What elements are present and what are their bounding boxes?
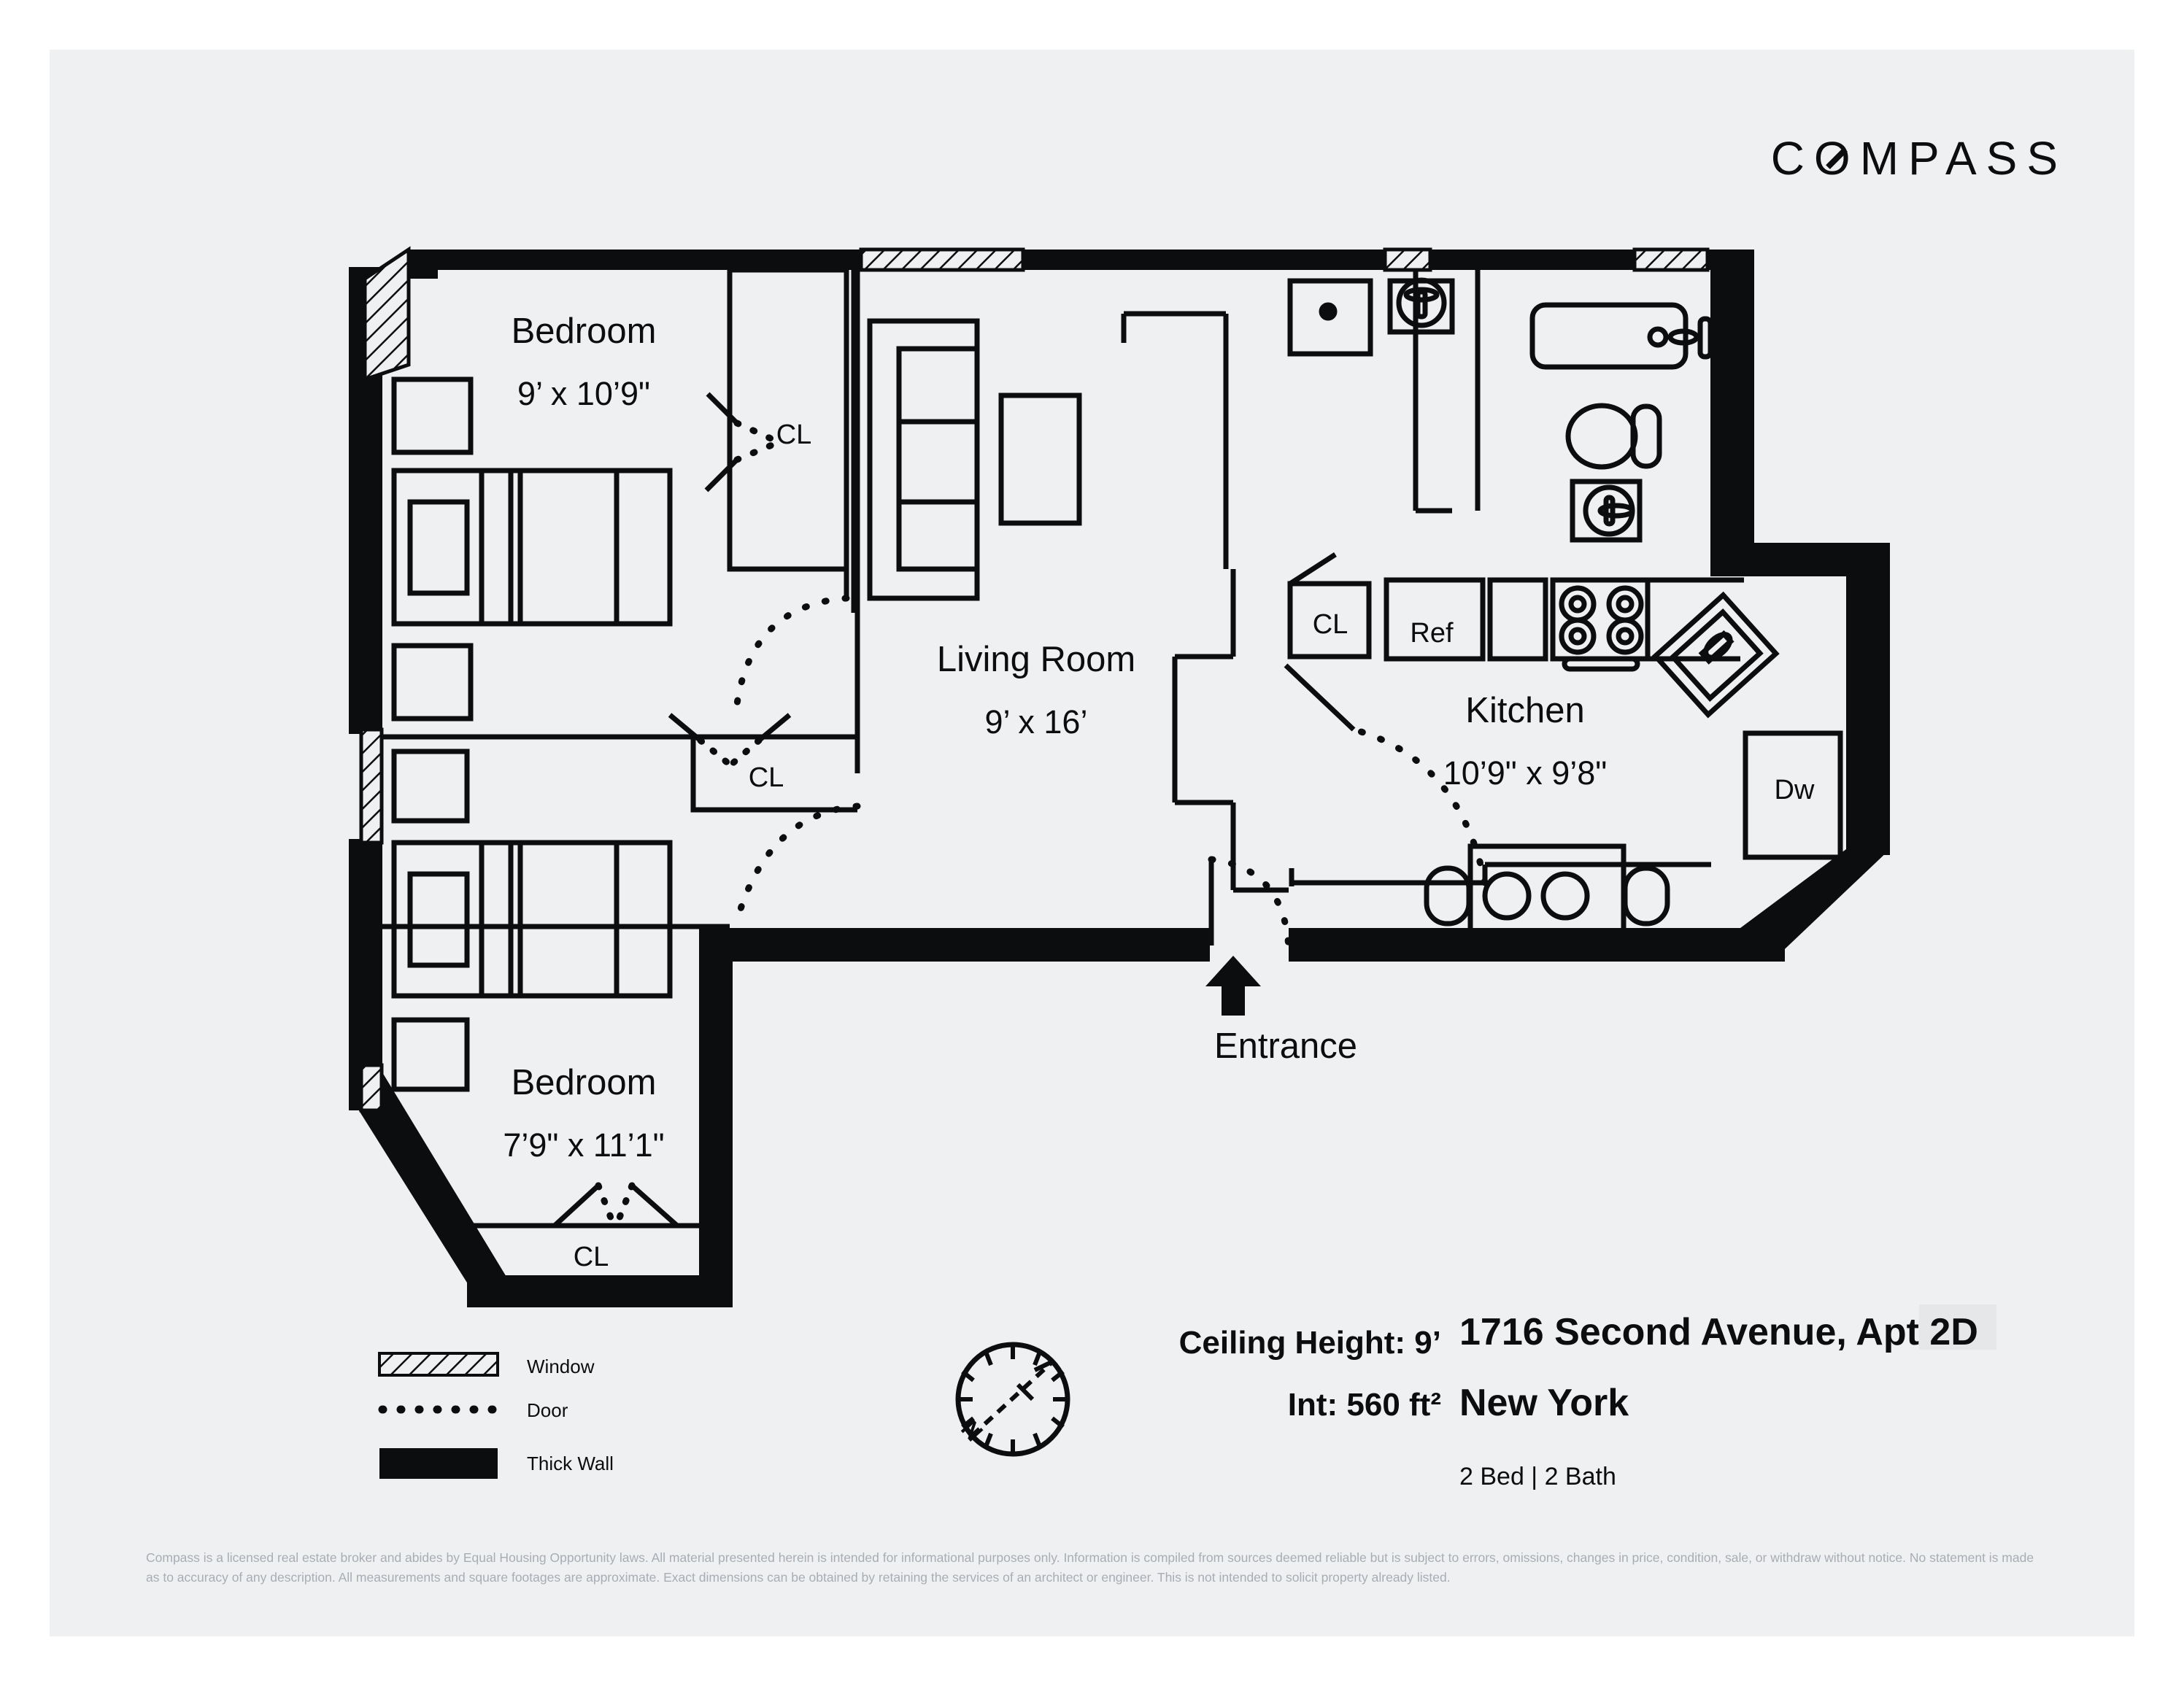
disclaimer-text: Compass is a licensed real estate broker… (146, 1550, 2034, 1585)
legend: Window Door Thick Wall (378, 1352, 614, 1479)
specs-block: Ceiling Height: 9’ Int: 560 ft² (1179, 1325, 1441, 1423)
legend-swatch-window (378, 1352, 499, 1377)
logo-text-post: MPASS (1859, 132, 2067, 185)
appliance-label-dishwasher: Dw (1775, 775, 1815, 805)
room-dims-bedroom-1: 9’ x 10’9" (517, 375, 650, 412)
exterior-walls (349, 250, 1890, 1307)
logo-slashed-o-icon: O (1814, 131, 1860, 185)
ceiling-height-text: Ceiling Height: 9’ (1179, 1325, 1441, 1361)
bathroom-fixtures (1287, 277, 1713, 543)
closet-labels: CL CL CL CL (574, 419, 1348, 1272)
bedroom-2-furniture (391, 749, 673, 1092)
compass-rose: N (955, 1342, 1070, 1457)
legend-swatch-thick-wall (379, 1448, 498, 1479)
door-leaves (552, 392, 1356, 1228)
entrance-arrow-icon (1205, 956, 1261, 1016)
appliance-label-refrigerator: Ref (1410, 618, 1454, 649)
room-dims-living-room: 9’ x 16’ (985, 703, 1088, 740)
address-line-1: 1716 Second Avenue, Apt 2D (1459, 1311, 1978, 1353)
closet-label-kitchen: CL (1313, 609, 1348, 640)
bedroom-1-furniture (391, 376, 673, 722)
door-swings (595, 419, 1489, 1231)
living-room-furniture (867, 318, 1082, 601)
closet-label-1: CL (776, 419, 812, 450)
room-name-living-room: Living Room (937, 640, 1135, 679)
room-dims-kitchen: 10’9" x 9’8" (1443, 754, 1608, 792)
interior-walls (382, 267, 1711, 1275)
windows (359, 247, 1710, 1113)
legend-label-door: Door (527, 1399, 568, 1421)
unit-highlight (1919, 1304, 1996, 1350)
logo-text-pre: C (1770, 132, 1814, 185)
legend-label-window: Window (527, 1356, 595, 1377)
entrance-label: Entrance (1214, 1026, 1357, 1066)
closet-label-2: CL (749, 762, 784, 793)
window-top-left-corner (363, 246, 411, 382)
room-name-bedroom-2: Bedroom (512, 1063, 657, 1102)
room-labels: Bedroom 9’ x 10’9" Living Room 9’ x 16’ … (503, 312, 1607, 1164)
interior-area-text: Int: 560 ft² (1288, 1387, 1441, 1423)
room-name-kitchen: Kitchen (1465, 691, 1584, 730)
address-block: 1716 Second Avenue, Apt 2D New York 2 Be… (1459, 1304, 1996, 1490)
address-unit: 2D (1929, 1311, 1977, 1353)
legend-label-thick-wall: Thick Wall (527, 1453, 614, 1474)
address-line-2: New York (1459, 1382, 1629, 1424)
closet-label-3: CL (574, 1242, 609, 1272)
kitchen-fixtures (1287, 552, 1843, 948)
appliance-labels: Ref Dw (1410, 618, 1815, 805)
beds-baths-text: 2 Bed | 2 Bath (1459, 1463, 1616, 1490)
compass-needle (970, 1359, 1055, 1438)
room-name-bedroom-1: Bedroom (512, 312, 657, 351)
compass-logo: COMPASS (1771, 131, 2067, 185)
room-dims-bedroom-2: 7’9" x 11’1" (503, 1126, 664, 1164)
